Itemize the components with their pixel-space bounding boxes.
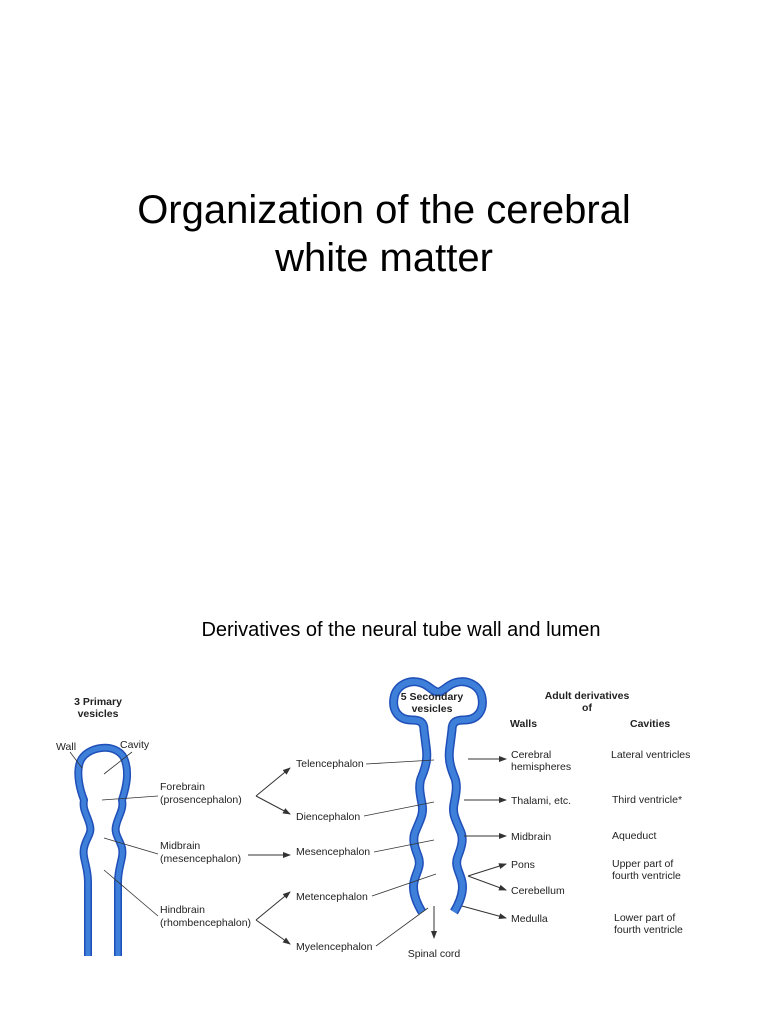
primary-vesicles-tube [74, 743, 132, 956]
adult-header-line-1: Adult derivatives [545, 690, 630, 702]
cavity-third-ventricle: Third ventricle* [612, 794, 682, 806]
wall-cerebellum: Cerebellum [511, 885, 565, 897]
cavity-label: Cavity [120, 739, 150, 751]
title-line-1: Organization of the cerebral [137, 188, 631, 232]
cavity-lateral-ventricles: Lateral ventricles [611, 749, 690, 761]
myelencephalon-label: Myelencephalon [296, 941, 373, 953]
cavity-upper-fourth-line-2: fourth ventricle [612, 870, 681, 882]
wall-cerebral-line-1: Cerebral [511, 749, 551, 761]
cavity-lower-fourth-line-2: fourth ventricle [614, 924, 683, 936]
slide-title: Organization of the cerebral white matte… [0, 186, 768, 282]
spinal-cord-label: Spinal cord [408, 948, 461, 960]
secondary-header-line-1: 5 Secondary [401, 691, 464, 703]
hindbrain-to-myelencephalon-arrow [255, 919, 291, 945]
neural-tube-diagram: 3 Primary vesicles 5 Secondary vesicles … [56, 677, 690, 960]
forebrain-to-diencephalon-arrow [255, 795, 291, 815]
cavity-aqueduct: Aqueduct [612, 830, 656, 842]
forebrain-pointer-line [101, 795, 159, 801]
telencephalon-label: Telencephalon [296, 758, 364, 770]
title-line-2: white matter [275, 236, 493, 280]
primary-header-line-1: 3 Primary [74, 696, 122, 708]
diencephalon-pointer-line [363, 801, 435, 817]
hindbrain-label: Hindbrain [160, 904, 205, 916]
metencephalon-label: Metencephalon [296, 891, 368, 903]
mesencephalon-pointer-line [373, 839, 435, 853]
myelencephalon-to-medulla-arrow [461, 905, 507, 920]
secondary-vesicles-tube [389, 677, 487, 915]
metencephalon-to-pons-arrow [467, 863, 507, 877]
cavities-header: Cavities [630, 718, 670, 730]
hindbrain-sublabel: (rhombencephalon) [160, 917, 251, 929]
adult-header-line-2: of [582, 702, 592, 714]
neural-tube-figure: 3 Primary vesicles 5 Secondary vesicles … [44, 670, 740, 962]
forebrain-sublabel: (prosencephalon) [160, 794, 242, 806]
metencephalon-to-cerebellum-arrow [467, 875, 507, 891]
hindbrain-to-metencephalon-arrow [255, 891, 291, 921]
cavity-pointer-line [103, 751, 133, 775]
primary-header-line-2: vesicles [78, 708, 119, 720]
secondary-header-line-2: vesicles [412, 703, 453, 715]
mesencephalon-label: Mesencephalon [296, 846, 370, 858]
hindbrain-pointer-line [103, 869, 159, 917]
cavity-upper-fourth-line-1: Upper part of [612, 858, 673, 870]
forebrain-label: Forebrain [160, 781, 205, 793]
midbrain-pointer-line [103, 837, 159, 855]
metencephalon-pointer-line [371, 873, 437, 897]
slide-subtitle: Derivatives of the neural tube wall and … [201, 619, 601, 641]
wall-pointer-line [69, 751, 83, 769]
telencephalon-pointer-line [365, 759, 435, 765]
cavity-lower-fourth-line-1: Lower part of [614, 912, 675, 924]
wall-medulla: Medulla [511, 913, 548, 925]
diencephalon-label: Diencephalon [296, 811, 360, 823]
wall-thalami: Thalami, etc. [511, 795, 571, 807]
myelencephalon-pointer-line [375, 907, 429, 947]
midbrain-sublabel: (mesencephalon) [160, 853, 241, 865]
wall-pons: Pons [511, 859, 535, 871]
wall-label: Wall [56, 741, 76, 753]
wall-midbrain: Midbrain [511, 831, 551, 843]
walls-header: Walls [510, 718, 537, 730]
wall-cerebral-line-2: hemispheres [511, 761, 571, 773]
forebrain-to-telencephalon-arrow [255, 767, 291, 797]
midbrain-label: Midbrain [160, 840, 200, 852]
